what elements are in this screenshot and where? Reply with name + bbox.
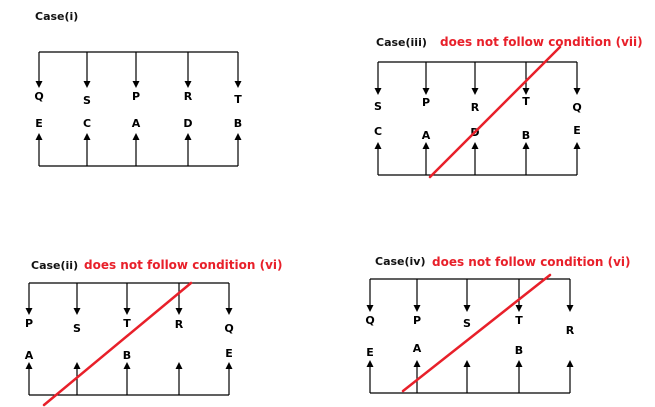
condition-note: does not follow condition (vii) <box>440 35 643 49</box>
person-label-north-row: Q <box>224 322 233 335</box>
strike-through-line <box>401 273 552 393</box>
person-label-north-row: R <box>184 90 193 103</box>
person-label-north-row: T <box>123 317 131 330</box>
person-label-north-row: S <box>73 322 81 335</box>
down-arrowhead-icon <box>522 88 530 95</box>
person-label-south-row: B <box>123 349 131 362</box>
down-arrowhead-icon <box>413 305 421 312</box>
down-arrowhead-icon <box>123 308 131 315</box>
person-label-north-row: R <box>175 318 184 331</box>
panel-case-iii: Case(iii) does not follow condition (vii)… <box>374 35 643 179</box>
up-arrowhead-icon <box>225 362 233 369</box>
person-label-south-row: D <box>183 117 192 130</box>
person-label-north-row: P <box>413 314 421 327</box>
up-arrowhead-icon <box>522 142 530 149</box>
down-arrowhead-icon <box>471 88 479 95</box>
person-label-north-row: S <box>374 100 382 113</box>
up-arrowhead-icon <box>366 360 374 367</box>
person-label-north-row: Q <box>365 314 374 327</box>
person-label-south-row: B <box>515 344 523 357</box>
condition-note: does not follow condition (vi) <box>84 258 283 272</box>
person-label-north-row: S <box>83 94 91 107</box>
up-arrowhead-icon <box>471 142 479 149</box>
down-arrowhead-icon <box>366 305 374 312</box>
person-label-north-row: P <box>132 90 140 103</box>
case-title: Case(iii) <box>376 36 427 49</box>
person-label-south-row: C <box>83 117 91 130</box>
panel-case-i: Case(i) Q E SC P A R D TB <box>34 10 242 167</box>
up-arrowhead-icon <box>83 133 91 140</box>
person-label-south-row: C <box>374 125 382 138</box>
up-arrowhead-icon <box>422 142 430 149</box>
up-arrowhead-icon <box>566 360 574 367</box>
down-arrowhead-icon <box>35 81 43 88</box>
up-arrowhead-icon <box>73 362 81 369</box>
down-arrowhead-icon <box>225 308 233 315</box>
up-arrowhead-icon <box>35 133 43 140</box>
up-arrowhead-icon <box>175 362 183 369</box>
down-arrowhead-icon <box>184 81 192 88</box>
person-label-south-row: A <box>132 117 141 130</box>
person-label-north-row: P <box>422 96 430 109</box>
down-arrowhead-icon <box>566 305 574 312</box>
person-label-south-row: A <box>25 349 34 362</box>
person-label-north-row: P <box>25 317 33 330</box>
person-label-north-row: R <box>471 101 480 114</box>
down-arrowhead-icon <box>463 305 471 312</box>
strike-through-line <box>428 45 562 179</box>
down-arrowhead-icon <box>422 88 430 95</box>
up-arrowhead-icon <box>374 142 382 149</box>
down-arrowhead-icon <box>515 305 523 312</box>
person-label-south-row: A <box>413 342 422 355</box>
person-label-north-row: T <box>234 93 242 106</box>
person-label-north-row: S <box>463 317 471 330</box>
person-label-south-row: E <box>35 117 43 130</box>
down-arrowhead-icon <box>573 88 581 95</box>
person-label-south-row: A <box>422 129 431 142</box>
up-arrowhead-icon <box>184 133 192 140</box>
up-arrowhead-icon <box>234 133 242 140</box>
case-title: Case(ii) <box>31 259 78 272</box>
case-title: Case(iv) <box>375 255 426 268</box>
down-arrowhead-icon <box>374 88 382 95</box>
down-arrowhead-icon <box>25 308 33 315</box>
down-arrowhead-icon <box>234 81 242 88</box>
up-arrowhead-icon <box>573 142 581 149</box>
down-arrowhead-icon <box>175 308 183 315</box>
person-label-south-row: E <box>225 347 233 360</box>
person-label-north-row: T <box>522 95 530 108</box>
down-arrowhead-icon <box>132 81 140 88</box>
up-arrowhead-icon <box>25 362 33 369</box>
up-arrowhead-icon <box>413 360 421 367</box>
condition-note: does not follow condition (vi) <box>432 255 631 269</box>
person-label-south-row: E <box>573 124 581 137</box>
up-arrowhead-icon <box>132 133 140 140</box>
person-label-north-row: R <box>566 324 575 337</box>
case-title: Case(i) <box>35 10 78 23</box>
strike-through-line <box>42 281 193 407</box>
person-label-north-row: Q <box>572 101 581 114</box>
up-arrowhead-icon <box>123 362 131 369</box>
up-arrowhead-icon <box>515 360 523 367</box>
person-label-south-row: B <box>522 129 530 142</box>
person-label-north-row: T <box>515 314 523 327</box>
person-label-south-row: B <box>234 117 242 130</box>
down-arrowhead-icon <box>73 308 81 315</box>
panel-case-iv: Case(iv) does not follow condition (vi) Q E… <box>365 255 631 394</box>
panel-case-ii: Case(ii) does not follow condition (vi) P A… <box>25 258 283 407</box>
up-arrowhead-icon <box>463 360 471 367</box>
down-arrowhead-icon <box>83 81 91 88</box>
person-label-north-row: Q <box>34 90 43 103</box>
person-label-south-row: E <box>366 346 374 359</box>
